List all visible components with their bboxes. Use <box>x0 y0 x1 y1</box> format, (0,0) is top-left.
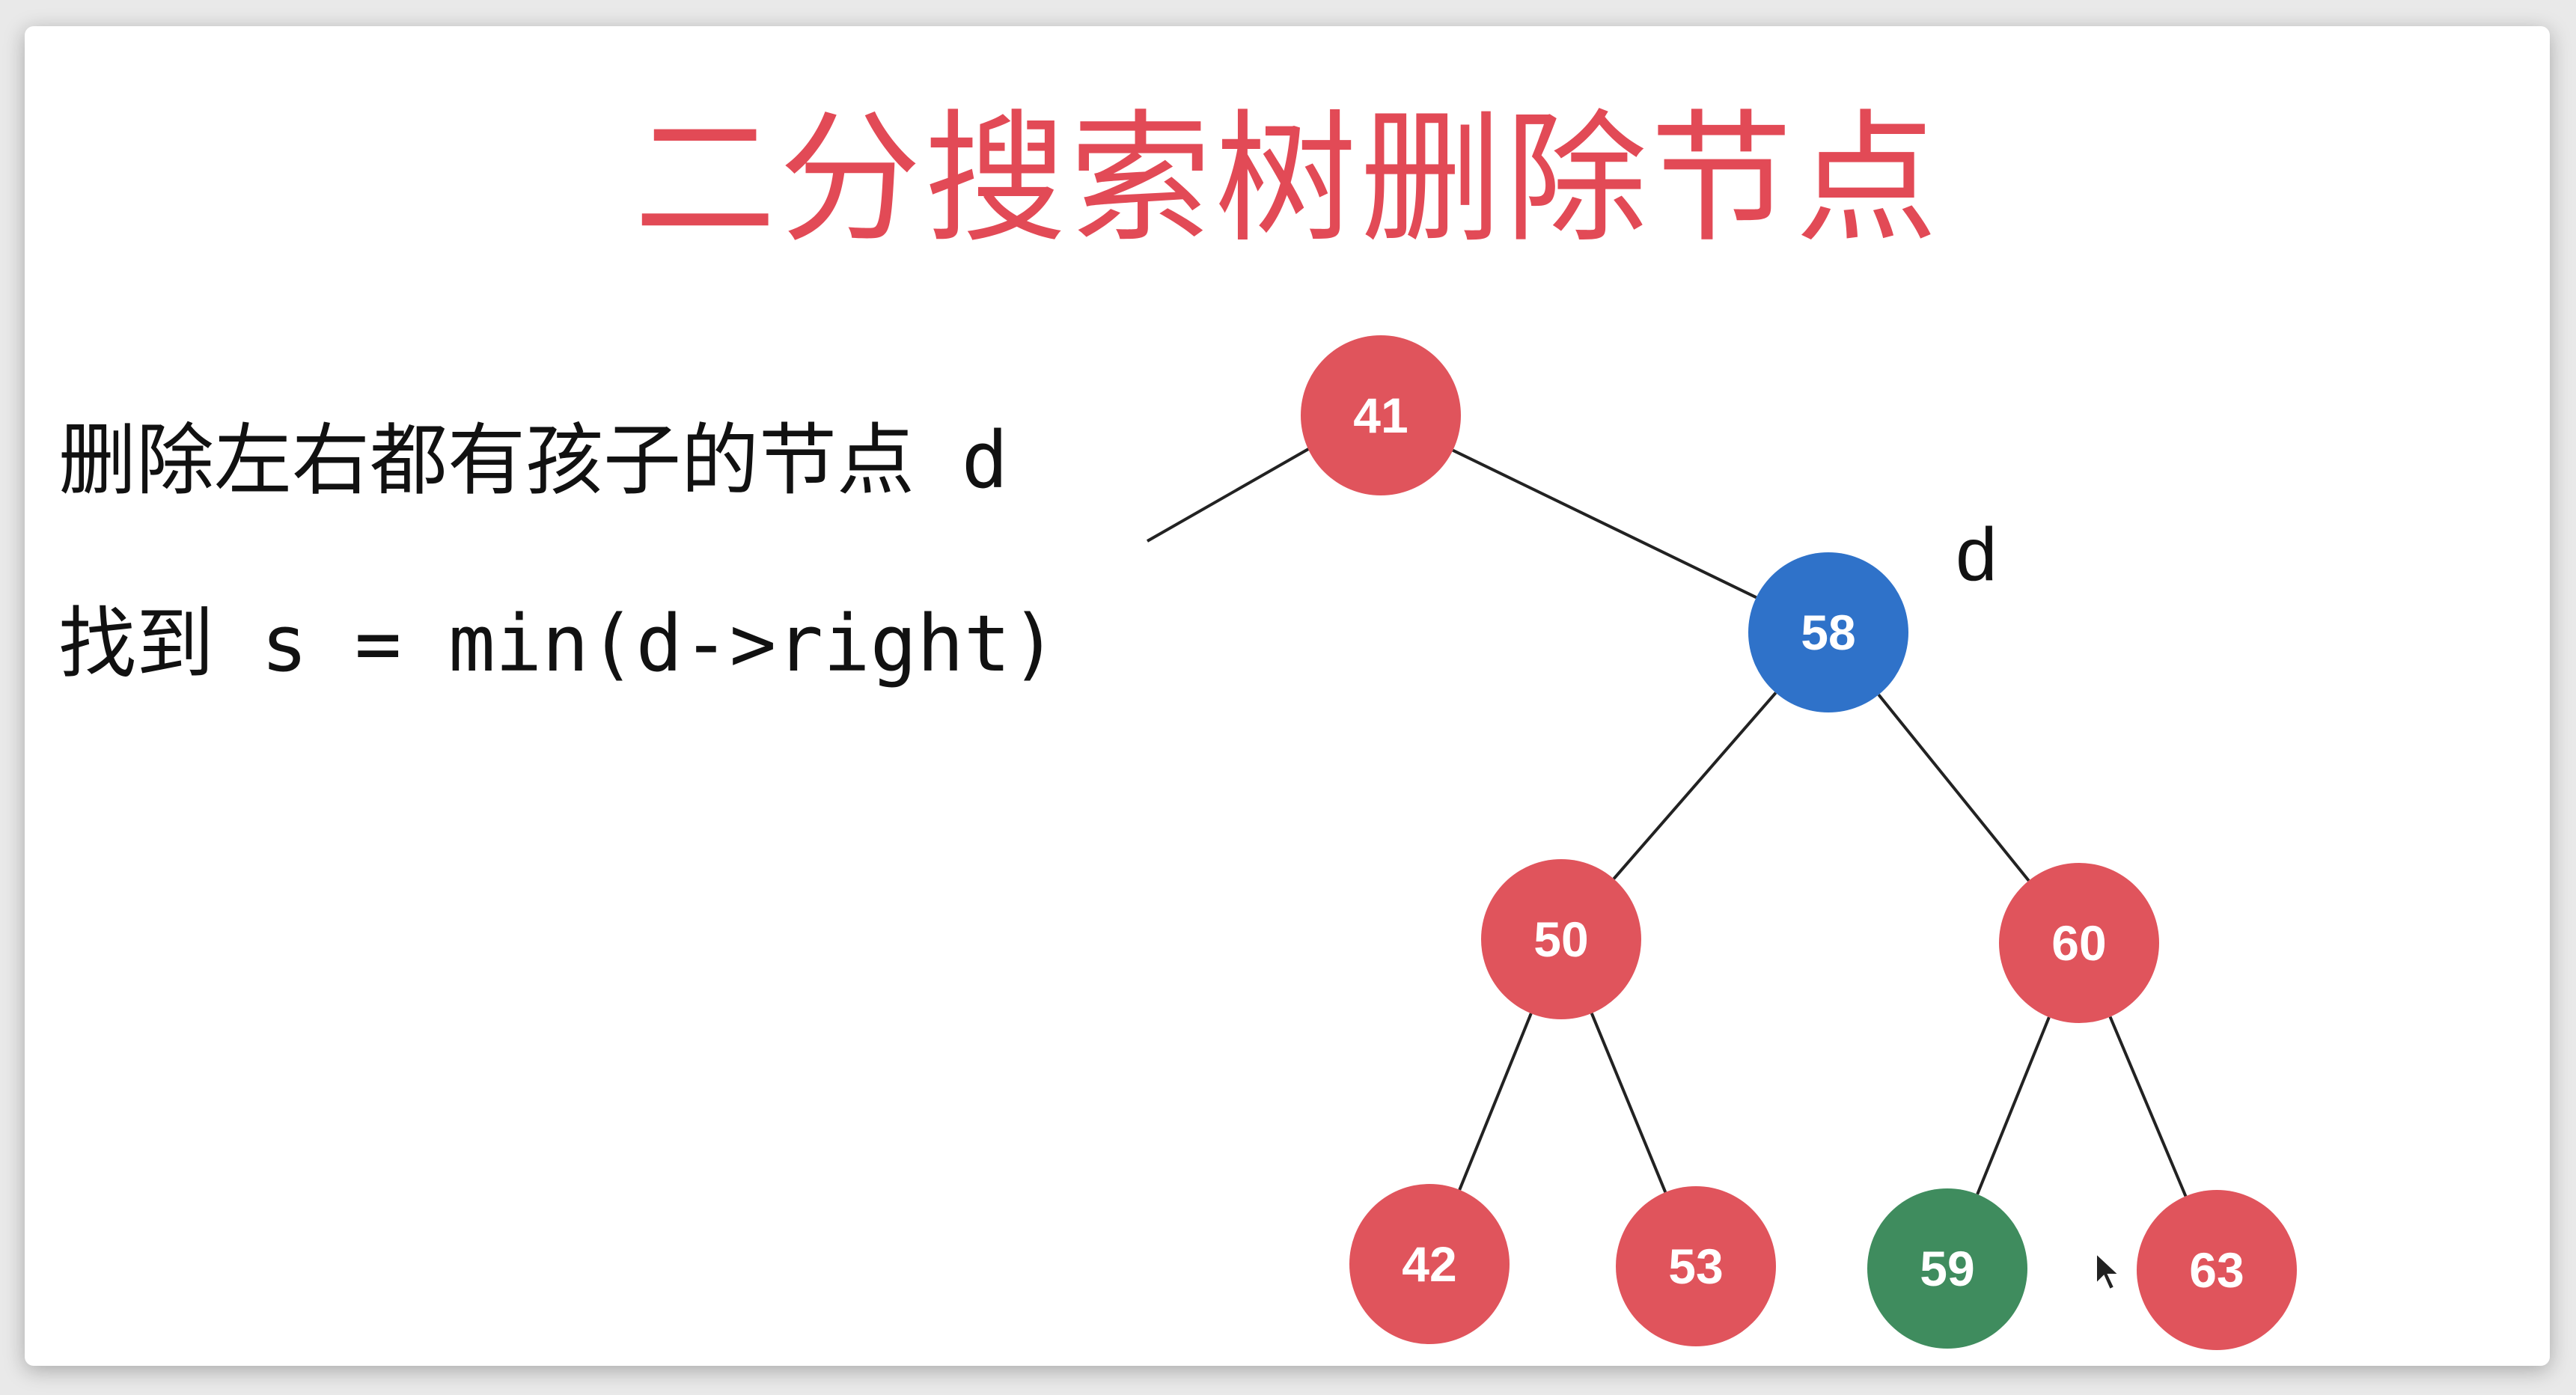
tree-node-value: 59 <box>1920 1241 1974 1296</box>
tree-edge-n60-n59 <box>1976 1016 2051 1195</box>
tree-node-circle <box>1481 859 1641 1019</box>
tree-node-circle <box>1999 863 2159 1023</box>
tree-node-value: 58 <box>1801 605 1855 660</box>
tree-node-value: 50 <box>1533 912 1588 967</box>
tree-nodes: 41 58 50 60 42 53 59 63 <box>1301 335 2297 1350</box>
tree-node-42: 42 <box>1349 1184 1510 1344</box>
tree-node-value: 41 <box>1353 388 1408 443</box>
tree-edge-n58-n60 <box>1877 694 2030 882</box>
tree-edge-n50-n53 <box>1590 1013 1667 1193</box>
tree-node-50: 50 <box>1481 859 1641 1019</box>
tree-node-circle <box>1748 552 1908 712</box>
text-find-successor: 找到 s = min(d->right) <box>58 598 1058 689</box>
tree-edge-n41-n58 <box>1452 448 1757 599</box>
tree-node-59: 59 <box>1867 1188 2027 1349</box>
tree-node-value: 53 <box>1668 1239 1723 1294</box>
tree-edge-n60-n63 <box>2108 1016 2188 1197</box>
tree-edge-n50-n42 <box>1458 1013 1533 1191</box>
tree-node-circle <box>1616 1186 1776 1346</box>
tree-node-circle <box>1301 335 1461 495</box>
tree-node-53: 53 <box>1616 1186 1776 1346</box>
slide-title: 二分搜索树删除节点 <box>633 97 1941 262</box>
text-delete-node: 删除左右都有孩子的节点 d <box>58 415 1009 506</box>
tree-node-63: 63 <box>2137 1190 2297 1350</box>
tree-node-value: 60 <box>2051 915 2106 971</box>
tree-node-41: 41 <box>1301 335 1461 495</box>
mouse-cursor-icon <box>2096 1251 2121 1291</box>
tree-node-60: 60 <box>1999 863 2159 1023</box>
tree-node-value: 63 <box>2189 1242 2244 1298</box>
tree-edge-left-offscreen <box>1147 447 1310 543</box>
tree-node-circle <box>2137 1190 2297 1350</box>
bst-diagram: 41 58 50 60 42 53 59 63 d <box>1147 335 2297 1350</box>
tree-edges <box>1147 447 2188 1197</box>
slide: 二分搜索树删除节点 删除左右都有孩子的节点 d 找到 s = min(d->ri… <box>25 26 2550 1366</box>
tree-node-circle <box>1867 1188 2027 1349</box>
tree-node-circle <box>1349 1184 1510 1344</box>
node-d-label: d <box>1956 513 1997 596</box>
tree-edge-n58-n50 <box>1612 692 1777 880</box>
tree-node-value: 42 <box>1402 1236 1456 1292</box>
tree-node-58: 58 <box>1748 552 1908 712</box>
